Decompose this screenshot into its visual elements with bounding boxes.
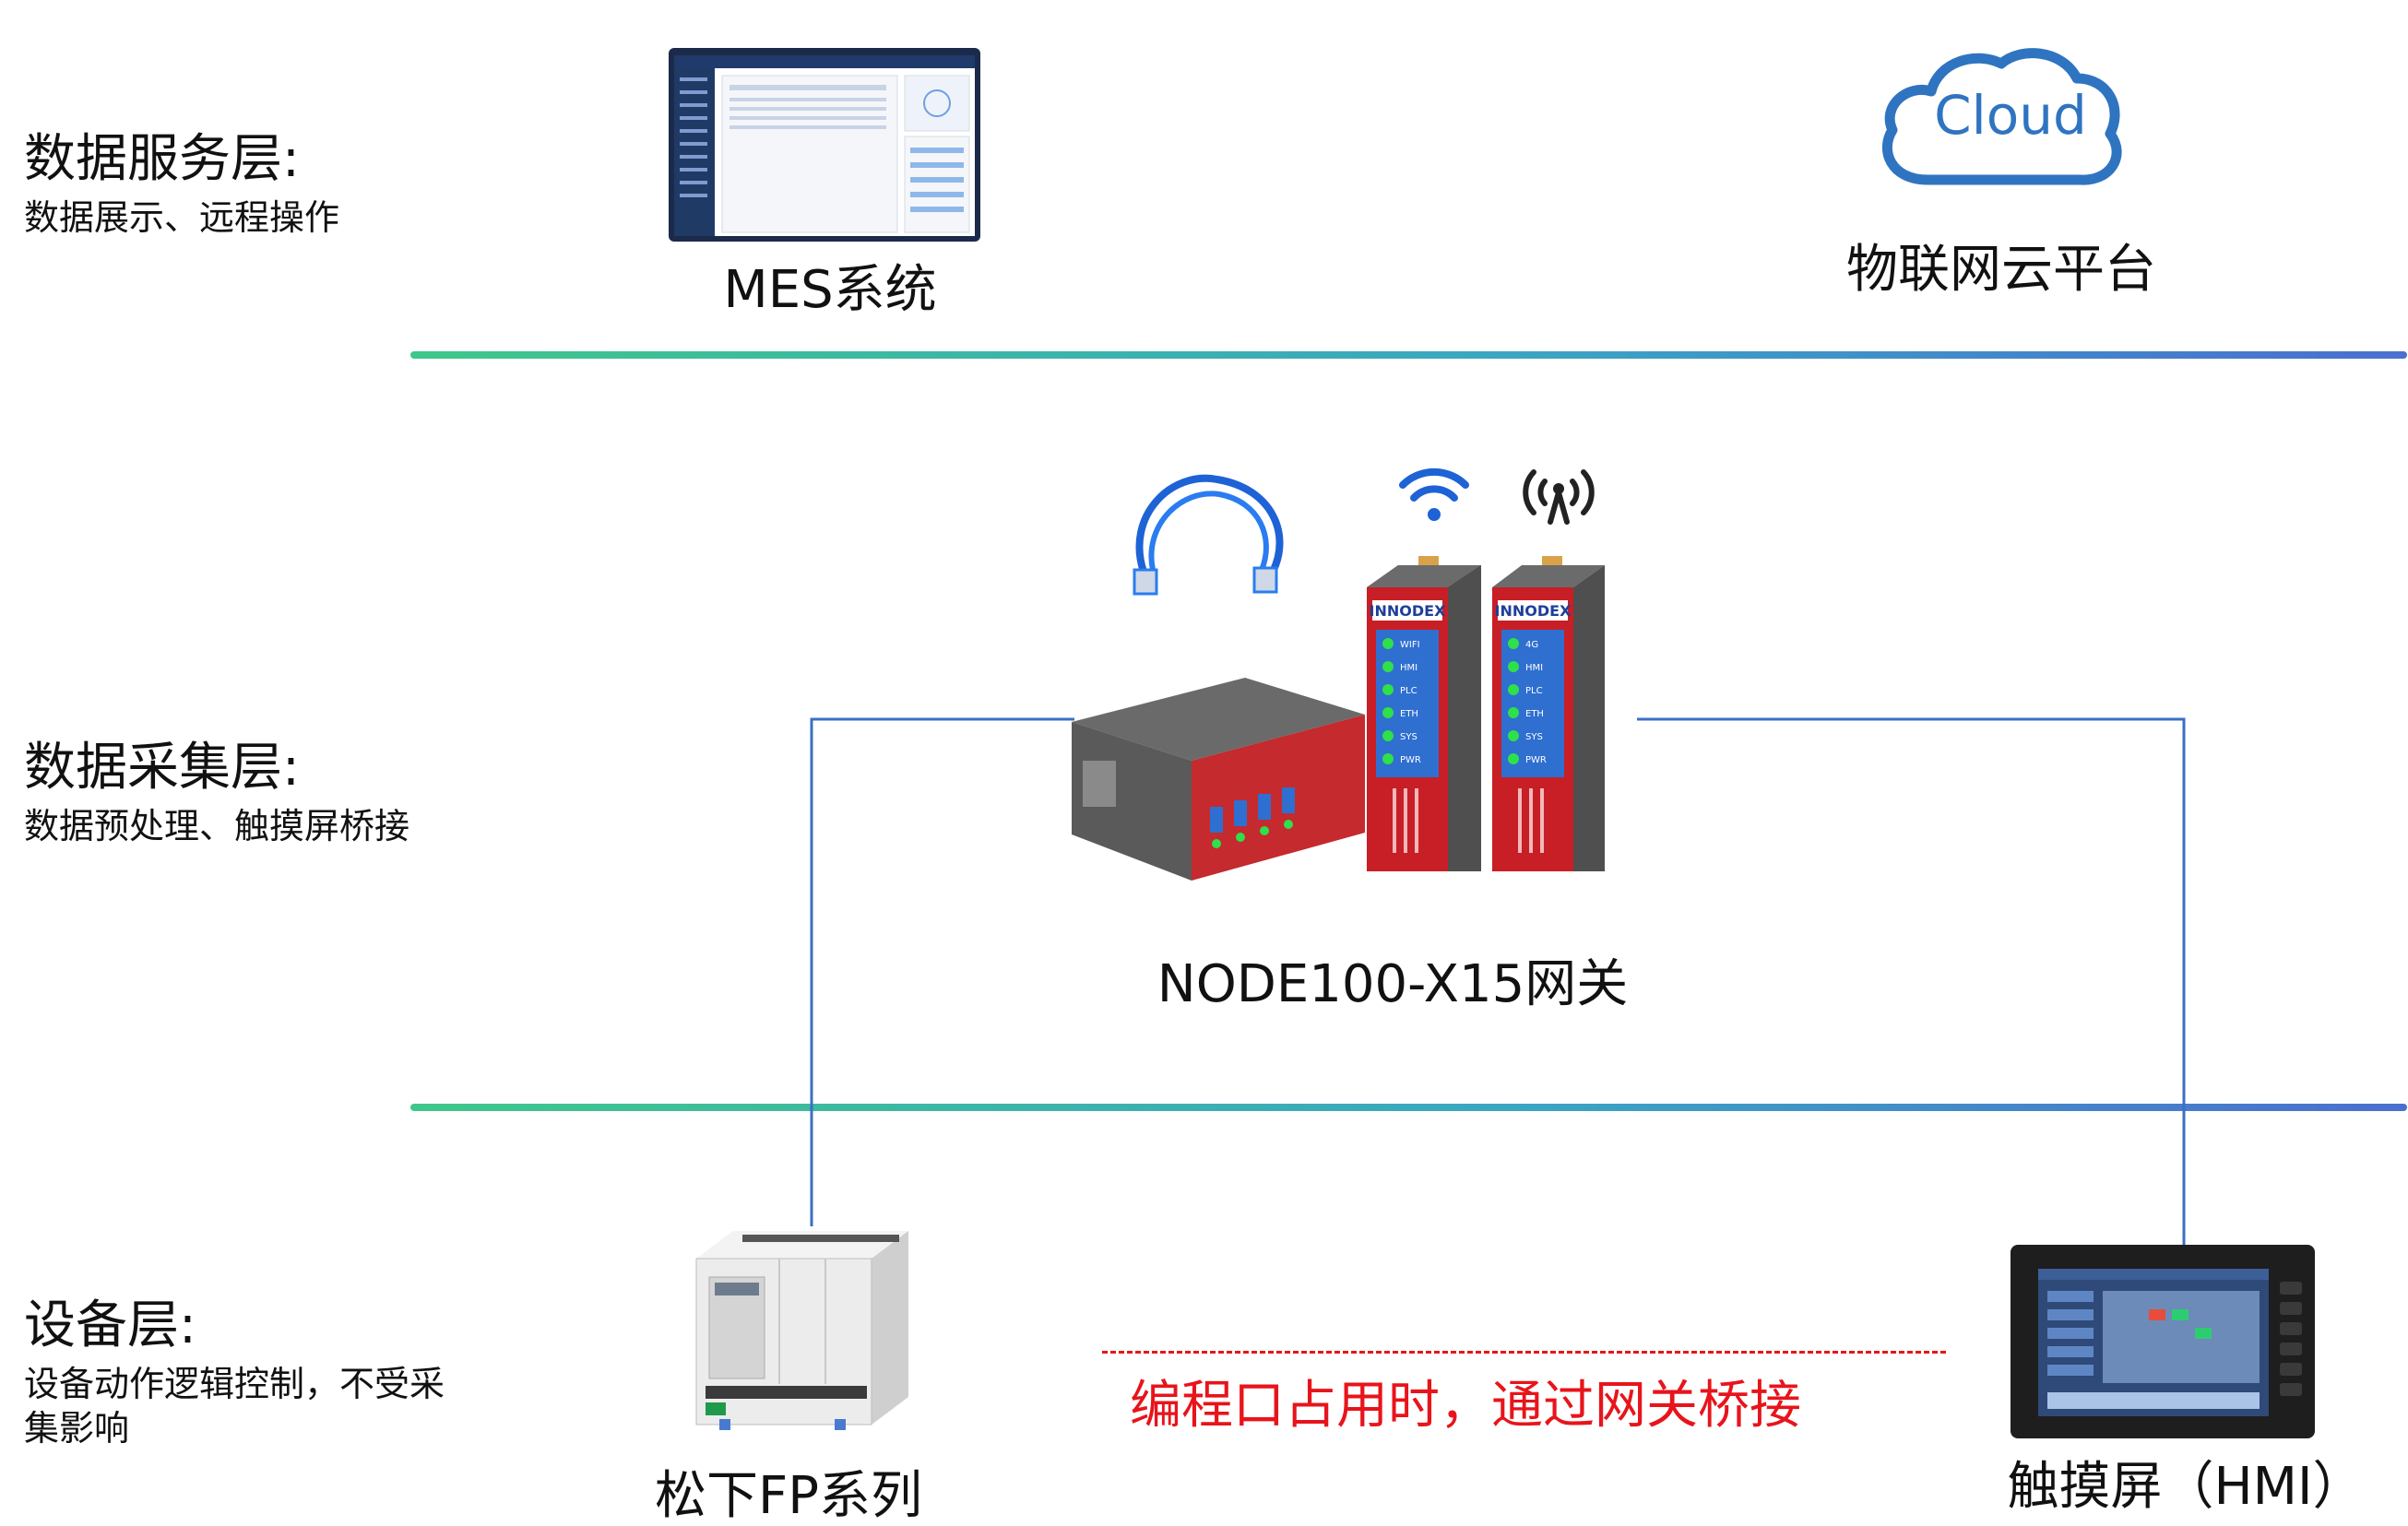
unit1-led-1: HMI — [1400, 663, 1418, 673]
wifi-icon — [1397, 461, 1471, 526]
link-gateway-plc — [810, 717, 1074, 1226]
unit2-led-1: HMI — [1525, 663, 1543, 673]
hmi-label: 触摸屏（HMI） — [2007, 1457, 2365, 1517]
unit1-led-4: SYS — [1400, 732, 1418, 742]
unit2-led-5: PWR — [1525, 755, 1547, 765]
unit1-led-5: PWR — [1400, 755, 1421, 765]
cloud-label: 物联网云平台 — [1846, 240, 2156, 300]
cloud-icon-text: Cloud — [1934, 84, 2087, 147]
unit2-led-3: ETH — [1525, 709, 1544, 719]
gateway-label: NODE100-X15网关 — [1157, 954, 1629, 1014]
cellular-antenna-icon — [1517, 461, 1600, 526]
layer-collection: 数据采集层: 数据预处理、触摸屏桥接 — [24, 742, 409, 849]
mes-label: MES系统 — [723, 260, 937, 320]
unit2-led-4: SYS — [1525, 732, 1543, 742]
gateway-devices: INNODEX WIFI HMI PLC ETH SYS PWR INNODEX — [1070, 539, 1660, 890]
layer-collection-desc: 数据预处理、触摸屏桥接 — [24, 806, 410, 846]
gateway-brand-2: INNODEX — [1495, 602, 1572, 620]
layer-service-desc: 数据展示、远程操作 — [24, 197, 340, 238]
layer-collection-title: 数据采集层: — [24, 738, 300, 798]
bridge-dashed-line — [1102, 1351, 1946, 1354]
hmi-device — [2011, 1245, 2315, 1438]
gateway-brand-1: INNODEX — [1370, 602, 1447, 620]
layer-device: 设备层: 设备动作逻辑控制，不受采 集影响 — [24, 1300, 445, 1450]
cloud-icon: Cloud — [1872, 41, 2130, 203]
unit1-led-3: ETH — [1400, 709, 1418, 719]
divider-service-collection — [410, 351, 2407, 359]
layer-device-title: 设备层: — [24, 1295, 196, 1355]
unit2-led-0: 4G — [1525, 640, 1538, 650]
divider-collection-device — [410, 1104, 2407, 1111]
plc-label: 松下FP系列 — [655, 1466, 922, 1526]
bridge-note: 编程口占用时，通过网关桥接 — [1130, 1376, 1801, 1436]
unit1-led-0: WIFI — [1400, 640, 1420, 650]
layer-device-desc-2: 集影响 — [24, 1407, 130, 1449]
mes-screen — [669, 48, 980, 242]
layer-device-desc-1: 设备动作逻辑控制，不受采 — [24, 1364, 445, 1404]
link-gateway-hmi — [1637, 717, 2186, 1249]
ethernet-cable-icon — [1116, 461, 1310, 599]
layer-service: 数据服务层: 数据展示、远程操作 — [24, 134, 339, 241]
unit1-led-2: PLC — [1400, 686, 1418, 696]
unit2-led-2: PLC — [1525, 686, 1543, 696]
layer-service-title: 数据服务层: — [24, 129, 300, 189]
plc-device — [687, 1222, 918, 1434]
